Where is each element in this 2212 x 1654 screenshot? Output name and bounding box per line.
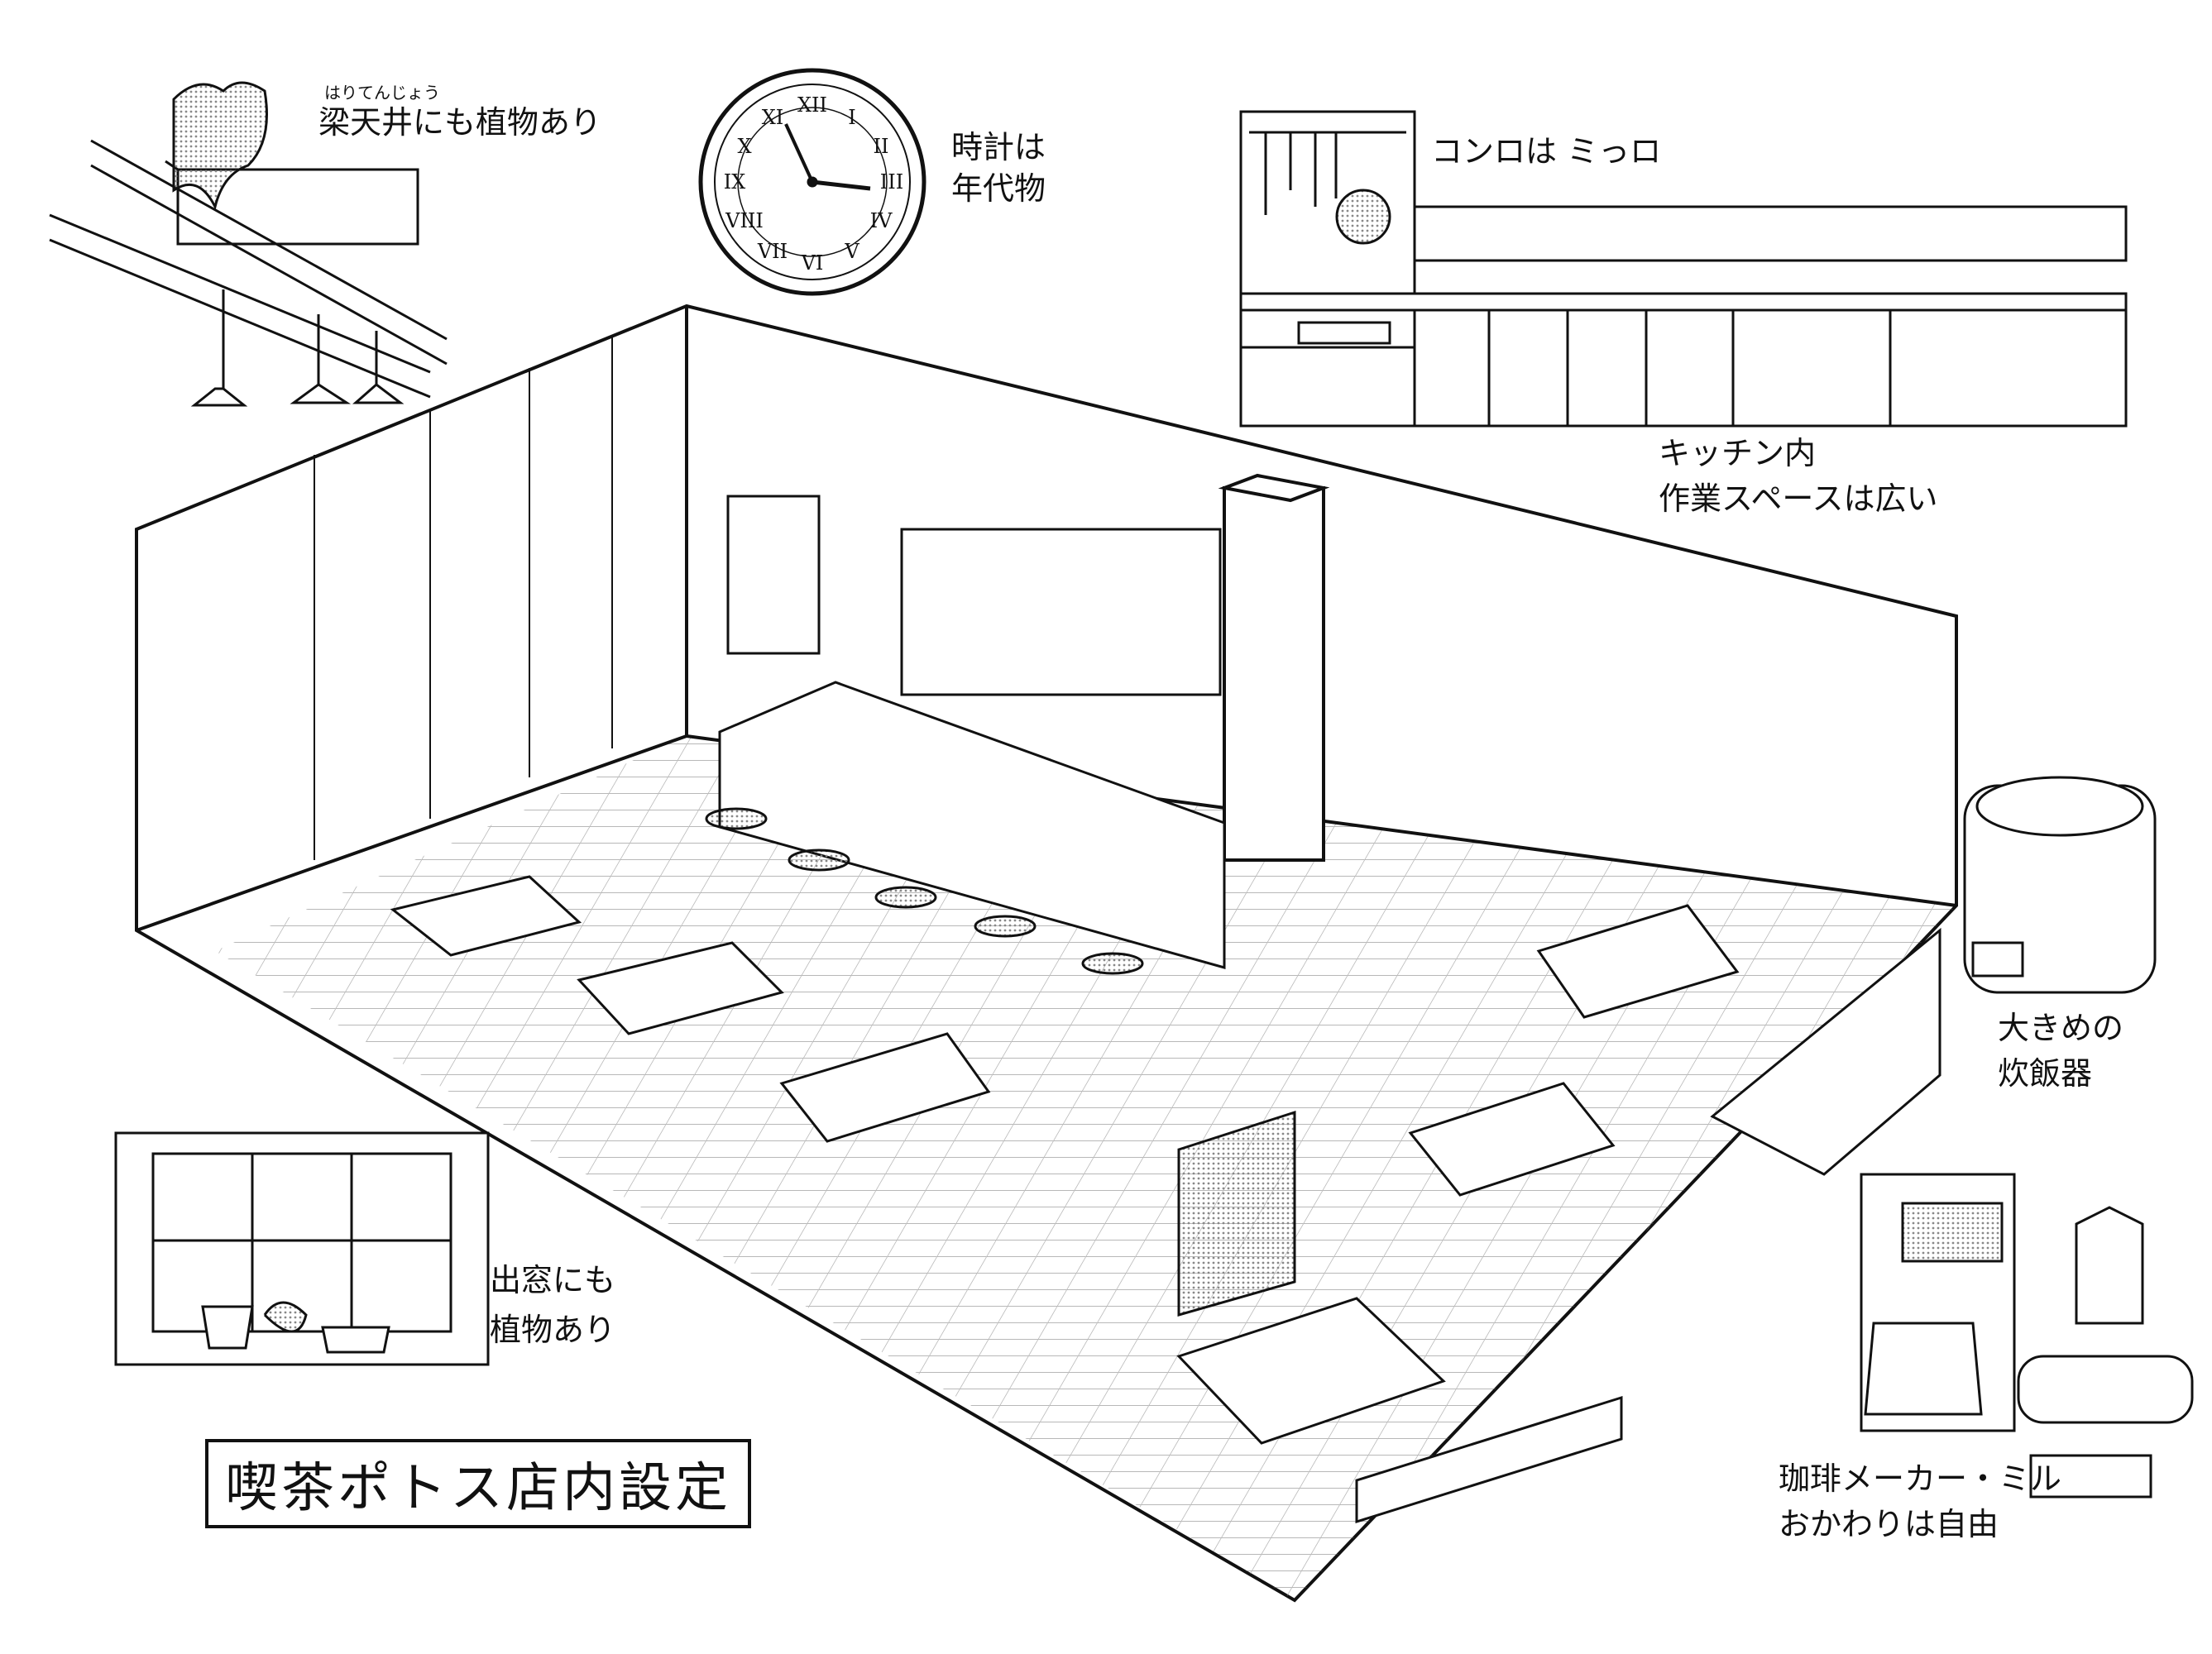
ceiling-beam-sketch [49,81,448,407]
rice-cooker-note-line1: 大きめの [1998,1010,2124,1046]
coffee-maker-sketch [1860,1173,2194,1499]
kitchen-note-line1: キッチン内 [1659,435,1817,471]
ceiling-ruby: はりてんじょう [324,83,440,103]
stove-note: コンロは ミっロ [1431,133,1662,170]
svg-text:VIII: VIII [725,209,764,232]
svg-text:IV: IV [870,209,893,232]
kitchen-note-line2: 作業スペースは広い [1659,480,1938,517]
svg-text:XII: XII [797,93,827,117]
svg-text:IX: IX [724,170,746,194]
svg-text:VI: VI [801,251,824,275]
clock-note-line1: 時計は [951,129,1046,165]
coffee-note-line2: おかわりは自由 [1779,1506,1999,1542]
svg-text:V: V [844,240,859,263]
svg-text:XI: XI [762,106,784,129]
ceiling-note: 梁天井にも植物あり [318,104,602,141]
svg-text:VII: VII [757,240,788,263]
rice-cooker-sketch [1963,776,2157,994]
window-note-line1: 出窓にも [490,1262,616,1298]
svg-text:X: X [737,135,751,158]
window-note-line2: 植物あり [490,1312,616,1348]
counter-and-furniture [390,528,1941,1524]
page-title: 喫茶ポトス店内設定 [225,1458,731,1519]
coffee-note-line1: 珈琲メーカー・ミル [1779,1460,2062,1497]
svg-text:II: II [874,135,889,158]
svg-text:I: I [848,106,855,129]
bay-window-sketch [114,1131,490,1366]
svg-text:III: III [880,170,903,194]
rice-cooker-note-line2: 炊飯器 [1998,1055,2093,1092]
room-shell [135,304,1958,1603]
title-box: 喫茶ポトス店内設定 [205,1439,751,1528]
kitchen-elevation [1239,110,2128,428]
clock-note-line2: 年代物 [951,170,1046,207]
